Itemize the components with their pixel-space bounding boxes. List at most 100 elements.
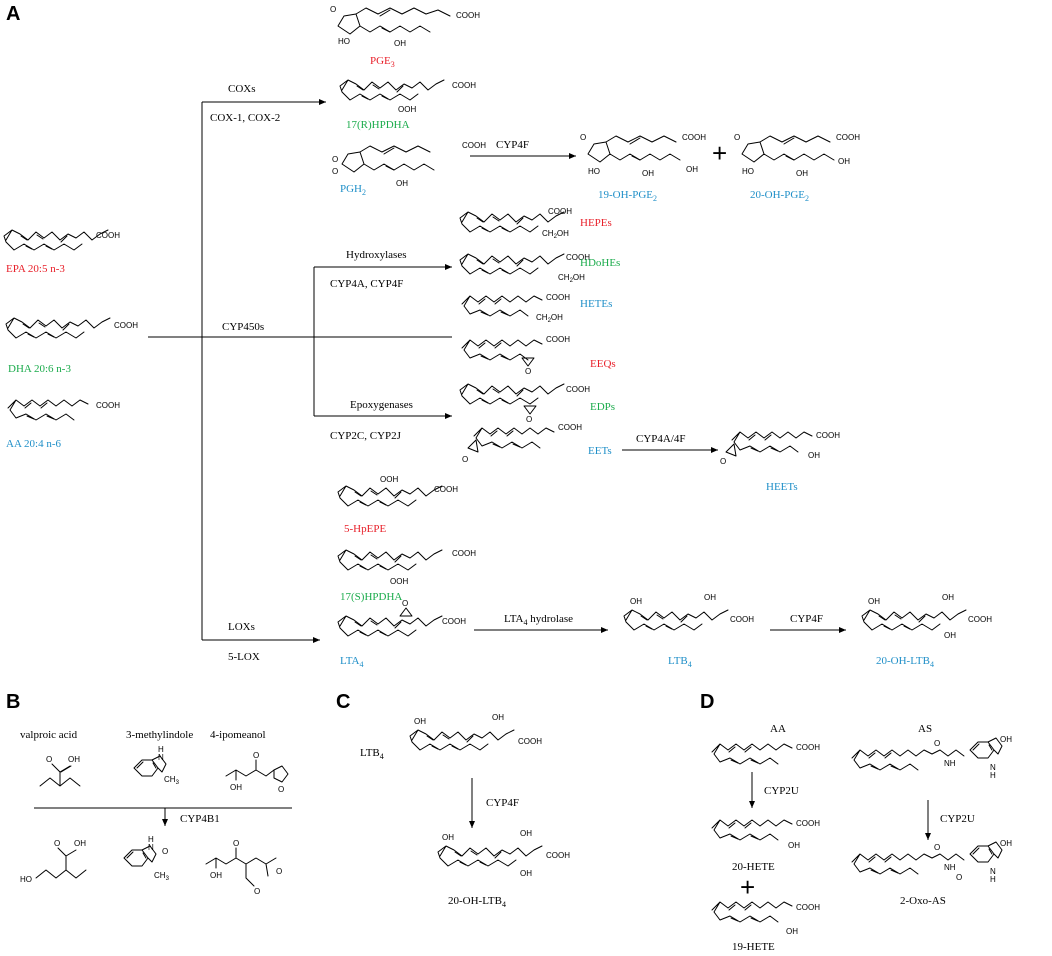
svg-text:H: H [990,771,996,780]
label-2-oxo-as: 2-Oxo-AS [900,895,946,907]
label-eeqs: EEQs [590,358,616,370]
structure-hepes: COOH CH2OH [459,207,572,240]
svg-text:CH3: CH3 [154,871,170,882]
svg-text:H: H [148,835,154,844]
svg-text:OH: OH [868,597,880,606]
label-eets: EETs [588,445,612,457]
svg-text:COOH: COOH [682,133,706,142]
structure-5-hpepe: OOH COOH [337,475,458,507]
label-ltb4: LTB4 [668,655,692,669]
enzyme-cyp2u-right: CYP2U [940,813,975,825]
structure-17r-hpdha: COOH OOH [339,79,476,114]
svg-text:OH: OH [942,593,954,602]
svg-text:HO: HO [742,167,754,176]
structure-eeqs: COOH O [461,335,570,376]
label-hepes: HEPEs [580,217,612,229]
label-5-hpepe: 5-HpEPE [344,523,386,535]
svg-text:O: O [956,873,962,882]
svg-text:OH: OH [520,869,532,878]
label-as: AS [918,723,932,735]
label-edps: EDPs [590,401,615,413]
structure-ipomeanol-product: O OH O O [205,839,282,896]
svg-text:O: O [332,167,338,176]
structure-aa-d: COOH [711,743,820,765]
enzyme-cyp4a4f: CYP4A/4F [636,433,686,445]
enzyme-loxs: LOXs [228,621,255,633]
svg-text:NH: NH [944,759,956,768]
svg-text:OH: OH [520,829,532,838]
enzyme-cyp4f-pge: CYP4F [496,139,529,151]
svg-text:O: O [462,455,468,464]
svg-text:O: O [253,751,259,760]
label-19-hete: 19-HETE [732,941,775,953]
svg-text:OH: OH [786,927,798,936]
structure-valproic-acid: O OH [39,755,81,787]
structure-edps: COOH O [459,383,590,424]
label-heets: HEETs [766,481,798,493]
svg-text:OH: OH [630,597,642,606]
structure-19-hete: COOH OH [711,901,820,936]
svg-text:N: N [990,867,996,876]
structure-20-oh-ltb4: OH OH COOH OH [861,593,992,640]
svg-text:OH: OH [68,755,80,764]
svg-text:OH: OH [686,165,698,174]
structure-hetes: COOH CH2OH [461,293,570,324]
svg-text:CH2OH: CH2OH [558,273,585,284]
structure-17s-hpdha: COOH OOH [337,549,476,586]
label-20-oh-pge2: 20-OH-PGE2 [750,189,809,203]
structure-20-hete: COOH OH [711,819,820,850]
label-20-hete: 20-HETE [732,861,775,873]
structure-aa: COOH [7,399,120,421]
svg-text:OH: OH [230,783,242,792]
label-dha: DHA 20:6 n-3 [8,363,71,375]
svg-text:COOH: COOH [442,617,466,626]
svg-text:O: O [276,867,282,876]
enzyme-cyp4f-ltb4: CYP4F [790,613,823,625]
svg-text:COOH: COOH [452,81,476,90]
enzyme-5-lox: 5-LOX [228,651,260,663]
label-hetes: HETEs [580,298,612,310]
svg-text:OH: OH [704,593,716,602]
enzyme-epoxygenases: Epoxygenases [350,399,413,411]
enzyme-epoxygenase-isoforms: CYP2C, CYP2J [330,430,402,442]
svg-text:COOH: COOH [968,615,992,624]
svg-text:O: O [54,839,60,848]
svg-text:COOH: COOH [566,385,590,394]
svg-text:OH: OH [838,157,850,166]
svg-text:COOH: COOH [796,819,820,828]
label-valproic-acid: valproic acid [20,729,78,741]
svg-text:COOH: COOH [96,231,120,240]
svg-text:CH2OH: CH2OH [536,313,563,324]
svg-text:O: O [46,755,52,764]
svg-text:O: O [254,887,260,896]
panel-letter-b: B [6,691,20,713]
svg-text:O: O [233,839,239,848]
label-17r-hpdha: 17(R)HPDHA [346,119,410,131]
svg-text:O: O [332,155,338,164]
svg-text:COOH: COOH [730,615,754,624]
svg-text:OH: OH [808,451,820,460]
structure-heets: COOH OH O [720,431,840,466]
label-aa-d: AA [770,723,786,735]
svg-text:OH: OH [788,841,800,850]
svg-text:COOH: COOH [796,743,820,752]
structure-ltb4: OH OH COOH [623,593,754,631]
plus-hete: + [740,872,755,902]
label-17s-hpdha: 17(S)HPDHA [340,591,402,603]
label-hdohes: HDoHEs [580,257,620,269]
svg-text:OOH: OOH [390,577,408,586]
structure-4-ipomeanol: O OH O [225,751,289,794]
enzyme-cyp2u-left: CYP2U [764,785,799,797]
svg-text:HO: HO [588,167,600,176]
svg-text:COOH: COOH [546,293,570,302]
svg-text:OH: OH [442,833,454,842]
structure-20-oh-ltb4-c: OH OH COOH OH [437,829,570,878]
svg-text:COOH: COOH [836,133,860,142]
svg-text:OOH: OOH [380,475,398,484]
label-19-oh-pge2: 19-OH-PGE2 [598,189,657,203]
svg-text:OH: OH [944,631,956,640]
svg-text:O: O [720,457,726,466]
svg-text:O: O [278,785,284,794]
structure-20-oh-pge2: O COOH HO OH OH [734,133,860,178]
label-4-ipomeanol: 4-ipomeanol [210,729,266,741]
